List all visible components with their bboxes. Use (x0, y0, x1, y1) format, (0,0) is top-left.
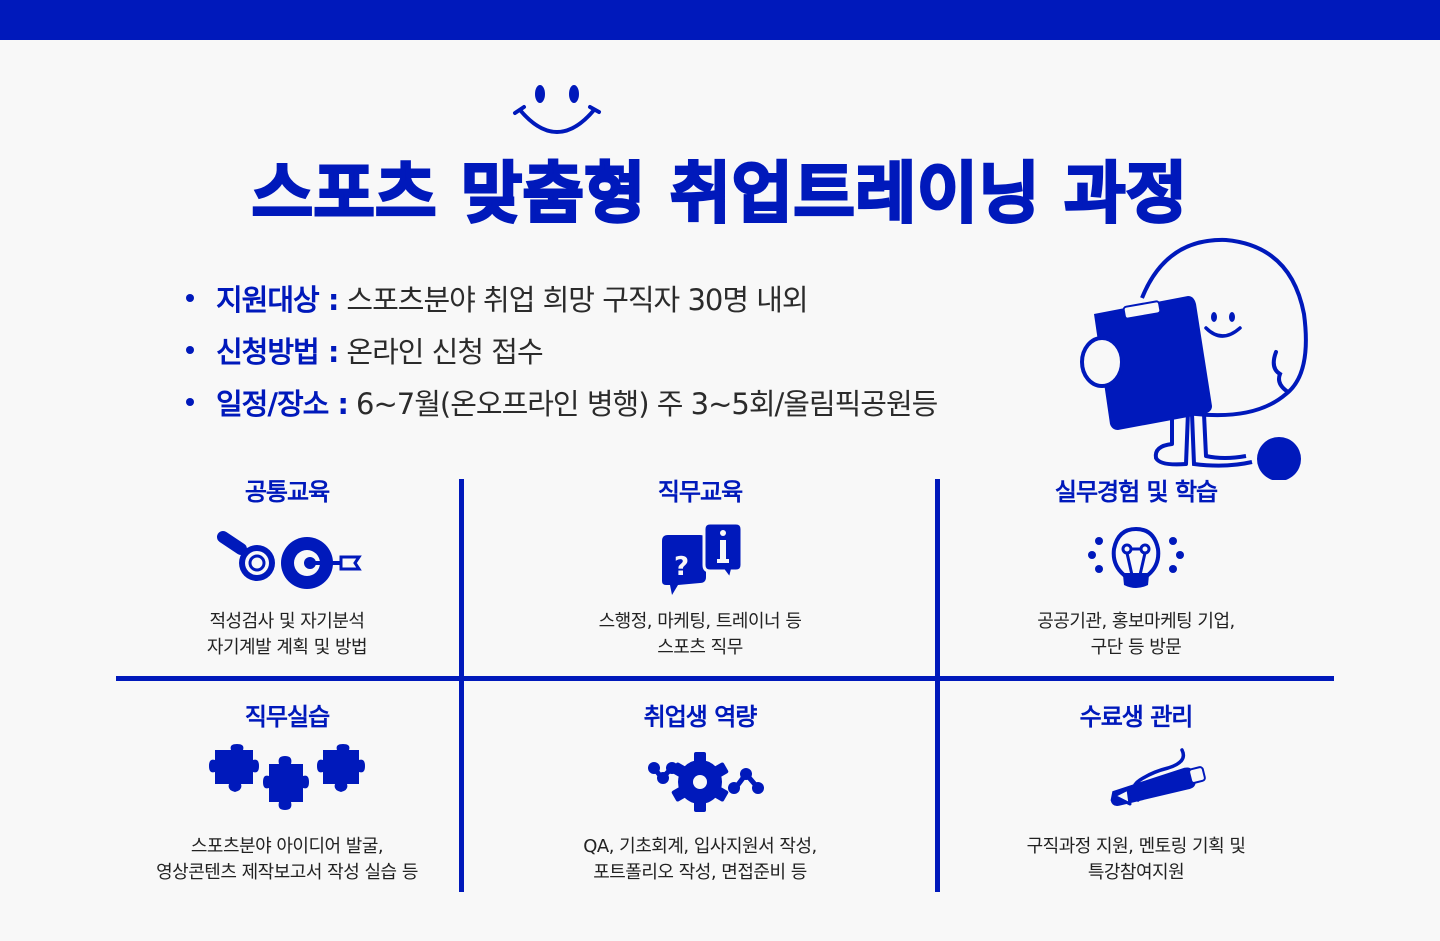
program-description-line: 포트폴리오 작성, 면접준비 등 (593, 862, 807, 883)
program-card-job-practice: 직무실습 스포츠분야 아이디어 발굴, 영상콘텐츠 제작보고서 작성 실습 등 (117, 700, 457, 886)
program-description-line: 영상콘텐츠 제작보고서 작성 실습 등 (156, 862, 418, 883)
info-value: 스포츠분야 취업 희망 구직자 30명 내외 (346, 283, 808, 317)
program-card-practical-experience: 실무경험 및 학습 공공기관, 홍보마케팅 기업, 구단 등 방문 (966, 475, 1306, 661)
target-dart-icon (217, 531, 362, 589)
program-description-line: 적성검사 및 자기분석 (209, 611, 365, 632)
info-label: 신청방법 : (216, 335, 339, 369)
pencil-icon (1110, 748, 1206, 806)
program-description-line: 특강참여지원 (1087, 862, 1185, 883)
program-description-line: 자기계발 계획 및 방법 (206, 637, 368, 658)
program-card-common-education: 공통교육 적성검사 및 자기분석 자기계발 계획 및 방법 (117, 475, 457, 661)
info-list: 지원대상 : 스포츠분야 취업 희망 구직자 30명 내외 신청방법 : 온라인… (186, 272, 938, 428)
info-item-method: 신청방법 : 온라인 신청 접수 (186, 324, 937, 376)
program-description-line: 스행정, 마케팅, 트레이너 등 (598, 611, 802, 632)
program-description-line: 스포츠분야 아이디어 발굴, (190, 836, 384, 857)
lightbulb-icon (1088, 526, 1184, 588)
program-description-line: 구단 등 방문 (1090, 637, 1182, 658)
program-title: 직무실습 (244, 703, 330, 731)
program-description-line: 스포츠 직무 (657, 637, 743, 658)
top-banner-bar (0, 0, 1440, 40)
info-value: 온라인 신청 접수 (346, 335, 543, 369)
program-card-employment-competency: 취업생 역량 QA, 기초회계, 입사지원서 작성, 포트폴리오 작성, 면접준… (530, 700, 870, 886)
program-card-graduate-management: 수료생 관리 구직과정 지원, 멘토링 기획 및 특강참여지원 (966, 700, 1306, 886)
program-title: 실무경험 및 학습 (1054, 478, 1218, 506)
page-title: 스포츠 맞춤형 취업트레이닝 과정 (250, 154, 1188, 234)
puzzle-pieces-icon (209, 744, 365, 810)
info-value: 6~7월(온오프라인 병행) 주 3~5회/올림픽공원등 (356, 387, 938, 421)
info-label: 일정/장소 : (216, 387, 349, 421)
gear-network-icon (648, 752, 764, 812)
bullet-icon (186, 346, 194, 354)
program-description-line: QA, 기초회계, 입사지원서 작성, (583, 836, 817, 857)
grid-divider-horizontal (116, 676, 1334, 681)
program-title: 취업생 역량 (643, 703, 758, 731)
question-info-bubble-icon: ? (662, 521, 744, 595)
info-item-target: 지원대상 : 스포츠분야 취업 희망 구직자 30명 내외 (186, 272, 937, 324)
program-card-job-education: 직무교육 ? 스행정, 마케팅, 트레이너 등 스포츠 직무 (530, 475, 870, 661)
program-description-line: 공공기관, 홍보마케팅 기업, (1037, 611, 1235, 632)
info-item-schedule: 일정/장소 : 6~7월(온오프라인 병행) 주 3~5회/올림픽공원등 (186, 376, 938, 428)
grid-divider-vertical-2 (935, 479, 940, 892)
program-title: 공통교육 (244, 478, 330, 506)
svg-text:?: ? (674, 552, 689, 582)
program-title: 수료생 관리 (1079, 703, 1194, 731)
smiley-icon (513, 85, 601, 134)
grid-divider-vertical-1 (459, 479, 464, 892)
bullet-icon (186, 398, 194, 406)
bullet-icon (186, 294, 194, 302)
mascot-with-clipboard-icon (1080, 237, 1308, 480)
program-title: 직무교육 (657, 478, 743, 506)
info-label: 지원대상 : (216, 283, 339, 317)
program-description-line: 구직과정 지원, 멘토링 기획 및 (1026, 836, 1246, 857)
